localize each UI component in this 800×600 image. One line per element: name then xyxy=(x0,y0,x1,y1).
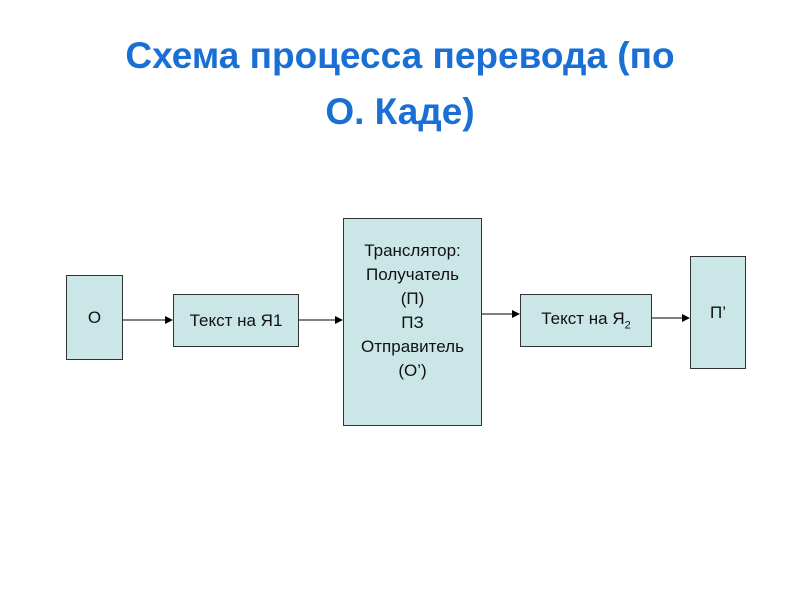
translator-line-2: Получатель xyxy=(366,265,459,284)
slide-title-line2: О. Каде) xyxy=(325,91,475,132)
translator-box: Транслятор: Получатель (П) ПЗ Отправител… xyxy=(343,218,482,426)
slide-title-line1: Схема процесса перевода (по xyxy=(125,35,675,76)
sender-label: О xyxy=(87,307,102,327)
translator-text: Транслятор: Получатель (П) ПЗ Отправител… xyxy=(361,239,464,383)
text-l2-label: Текст на Я2 xyxy=(541,309,631,331)
text-l1-label: Текст на Я1 xyxy=(189,310,283,330)
slide-title: Схема процесса перевода (по О. Каде) xyxy=(40,28,760,140)
translator-line-3: (П) xyxy=(400,289,425,308)
translator-line-4: ПЗ xyxy=(401,313,424,332)
text-l2-box: Текст на Я2 xyxy=(520,294,652,347)
receiver-box: П’ xyxy=(690,256,746,369)
translator-line-6: (О’) xyxy=(398,361,427,380)
translator-line-5: Отправитель xyxy=(361,337,464,356)
translator-line-1: Транслятор: xyxy=(364,241,461,260)
sender-box: О xyxy=(66,275,123,360)
text-l1-box: Текст на Я1 xyxy=(173,294,299,347)
receiver-label: П’ xyxy=(710,302,726,322)
text-l2-main: Текст на Я xyxy=(541,309,625,329)
text-l2-subscript: 2 xyxy=(624,319,631,332)
